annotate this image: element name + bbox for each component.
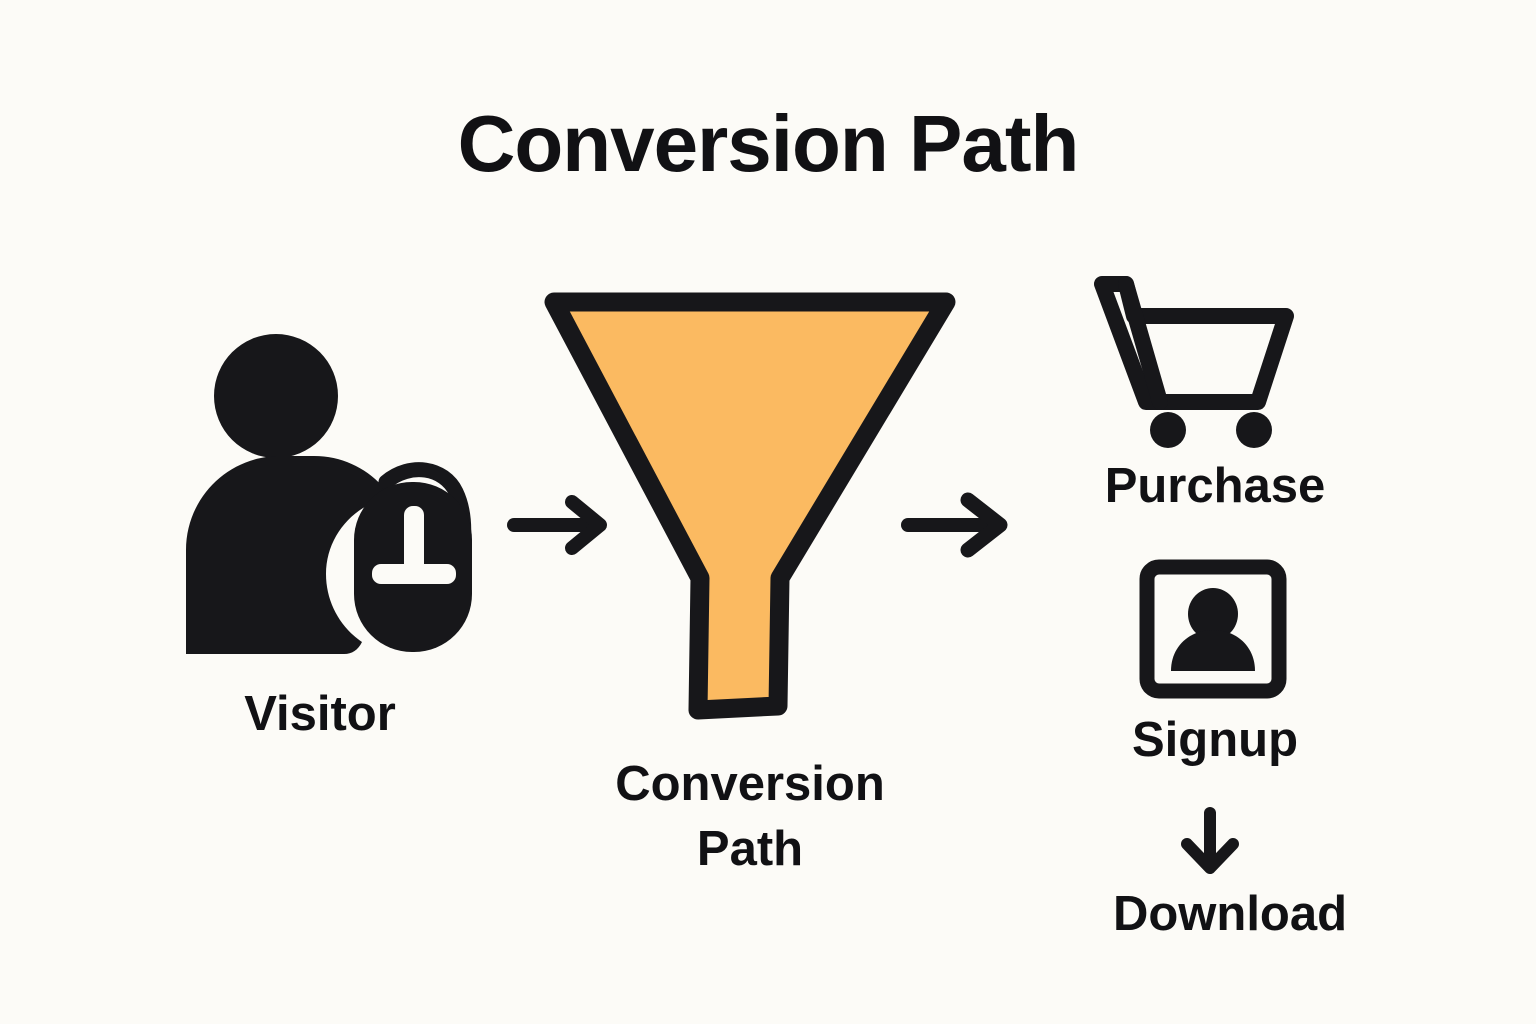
funnel-icon xyxy=(540,286,960,722)
arrow-right-icon xyxy=(507,494,612,556)
conversion-path-label: Conversion Path xyxy=(530,752,970,881)
download-label: Download xyxy=(1112,887,1348,941)
page-title: Conversion Path xyxy=(457,99,1080,188)
shopping-cart-icon xyxy=(1094,272,1294,448)
visitor-icon xyxy=(176,334,476,664)
visitor-label: Visitor xyxy=(244,687,396,741)
conversion-path-label-line-1: Conversion xyxy=(615,757,885,811)
signup-label: Signup xyxy=(1131,713,1299,767)
conversion-path-label-line-2: Path xyxy=(696,821,804,876)
arrow-right-icon xyxy=(901,492,1012,558)
user-card-icon xyxy=(1138,558,1288,700)
arrow-down-icon xyxy=(1178,807,1242,874)
purchase-label: Purchase xyxy=(1104,459,1326,513)
